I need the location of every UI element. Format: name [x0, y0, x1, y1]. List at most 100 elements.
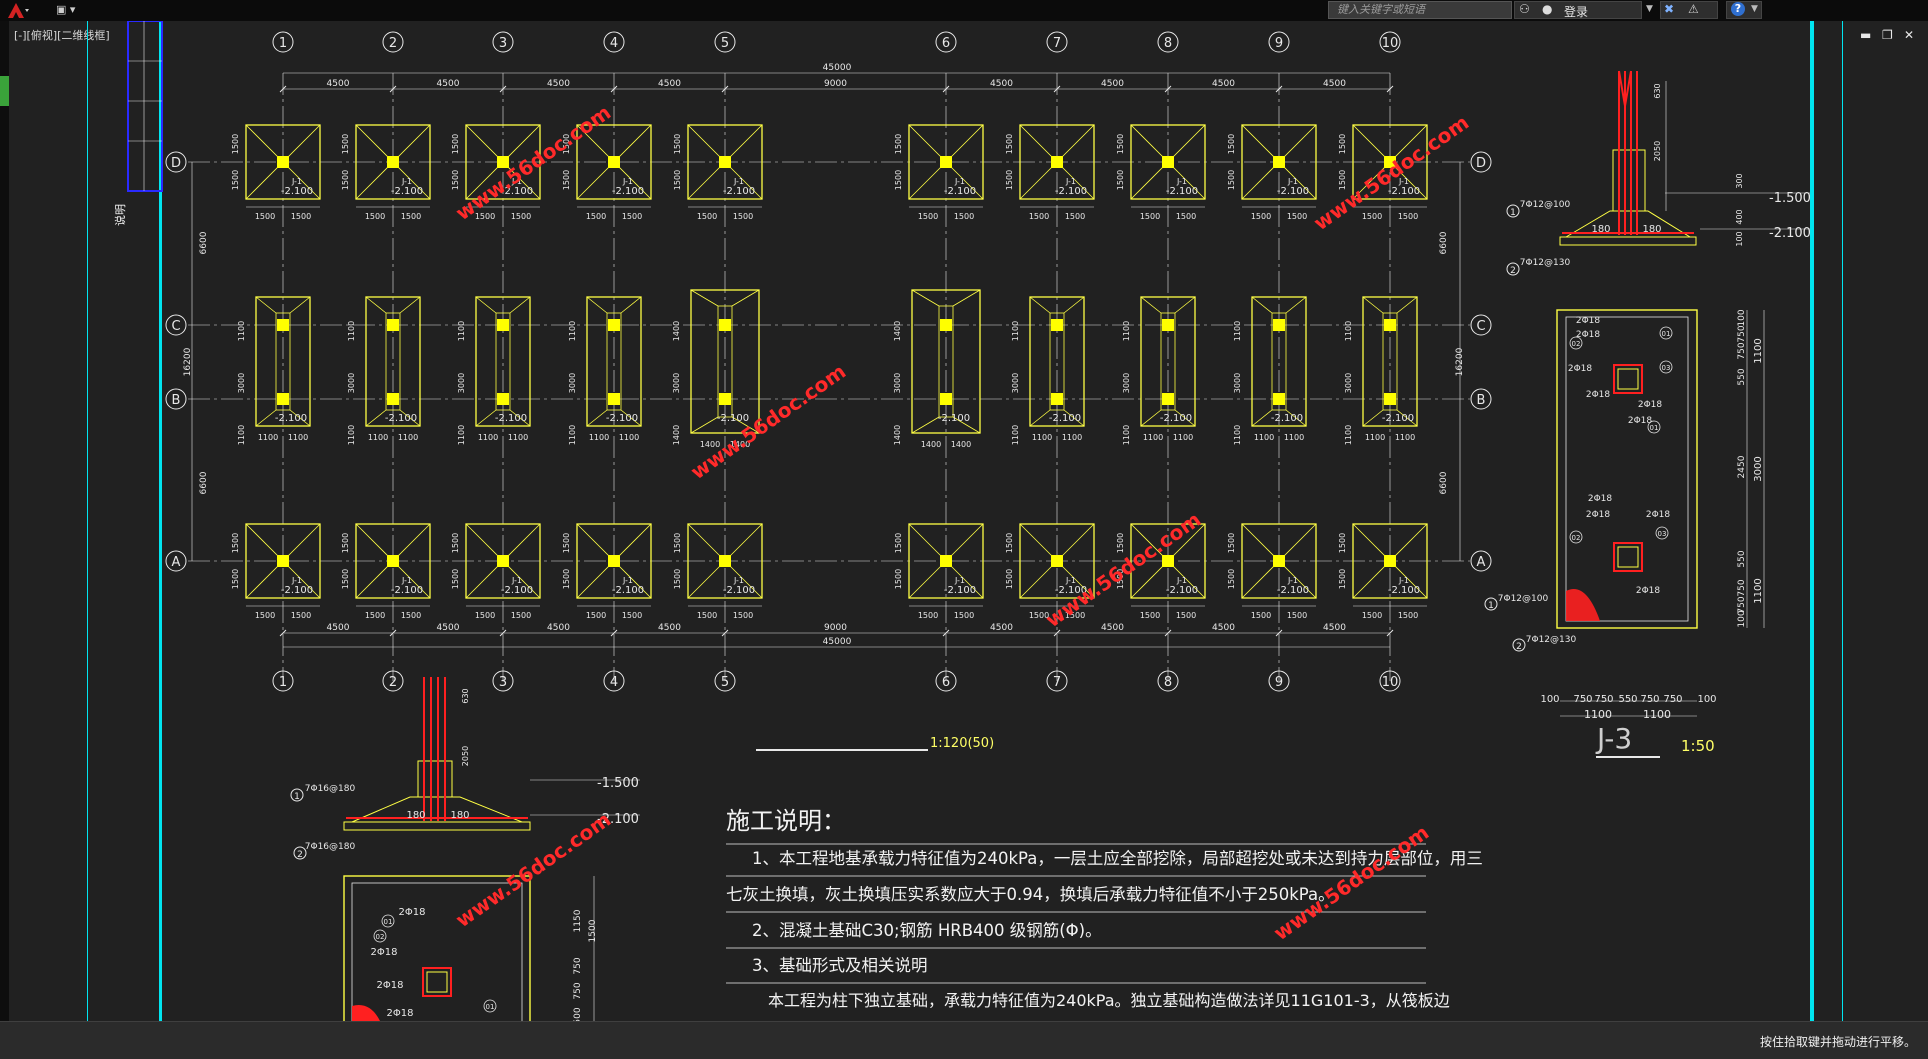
- footing-elevation: -2.100: [281, 186, 313, 197]
- footing-diag-2: [620, 296, 642, 314]
- footing-diag-1: [586, 296, 608, 314]
- axis-bubble-6-top: [935, 31, 957, 53]
- axis-bubble-9-bottom: [1268, 670, 1290, 692]
- footing-elevation: -2.100: [944, 585, 976, 596]
- section-left-dim-2: 2050: [461, 746, 470, 766]
- j3-bar-label-5: 2Φ18: [1638, 400, 1663, 410]
- footing-dim-right: 1400: [951, 440, 971, 449]
- footing-label: J-1: [622, 576, 633, 585]
- j3-rebar-tag-2-text: 2: [1516, 642, 1522, 652]
- left-plan-bar-2: 2Φ18: [371, 947, 398, 958]
- footing-vdim-top: 1100: [1233, 321, 1242, 341]
- dim-total-top: 45000: [823, 63, 852, 73]
- footing-outline: [1241, 124, 1317, 200]
- help-dropdown-icon[interactable]: ▼: [1751, 4, 1758, 14]
- column-mark-c: [1051, 319, 1063, 331]
- footing-elevation: -2.100: [1160, 413, 1192, 424]
- footing-vdim-mid: 3000: [568, 373, 577, 393]
- close-viewport-button[interactable]: ✕: [1904, 28, 1915, 42]
- footing-vdim-top: 1100: [237, 321, 246, 341]
- footing-diag-3: [475, 409, 497, 427]
- login-button[interactable]: 登录: [1564, 5, 1589, 19]
- dim-tick-bottom-9: [1275, 629, 1283, 637]
- user-icon[interactable]: ●: [1542, 2, 1553, 16]
- footing-dim-left: 1500: [1362, 212, 1382, 221]
- column-mark-c: [940, 319, 952, 331]
- footing-elevation: -2.100: [1277, 585, 1309, 596]
- footing-dim-right: 1100: [508, 433, 528, 442]
- footing-dim-right: 1500: [1176, 611, 1196, 620]
- footing-dim-right: 1100: [1395, 433, 1415, 442]
- footing-diag-3: [365, 409, 387, 427]
- quick-access-save-icon[interactable]: ▣ ▾: [56, 3, 76, 16]
- binoculars-icon[interactable]: ⚇: [1519, 2, 1530, 16]
- j3-inner: [1565, 316, 1689, 622]
- j3-dim-right-4: 550: [1737, 368, 1747, 385]
- footing-vdim-bottom: 1500: [341, 170, 350, 190]
- footing-dim-right: 1500: [511, 611, 531, 620]
- footing-dim-right: 1400: [730, 440, 750, 449]
- j3-tag-1: 01: [1662, 330, 1671, 338]
- footing-dim-right: 1100: [288, 433, 308, 442]
- footing-elevation: -2.100: [385, 413, 417, 424]
- footing-diag-4: [1285, 409, 1307, 427]
- footing-diag-4: [620, 409, 642, 427]
- axis-bubble-2-top: [382, 31, 404, 53]
- footing-label: J-1: [954, 177, 965, 186]
- footing-vdim-bottom: 1500: [1116, 170, 1125, 190]
- restore-viewport-button[interactable]: ❐: [1882, 28, 1893, 42]
- footing-vdim-top: 1500: [1116, 533, 1125, 553]
- viewport-controls-label[interactable]: [-][俯视][二维线框]: [14, 29, 110, 42]
- j3-tag-circle-2: [1569, 336, 1583, 350]
- login-dropdown-icon[interactable]: ▼: [1646, 4, 1653, 14]
- j3-dim-right-5: 2450: [1737, 455, 1747, 478]
- footing-diag-1: [475, 296, 497, 314]
- footing-diag-2: [731, 289, 760, 307]
- axis-number-5-top: 5: [721, 36, 729, 51]
- column-mark-c: [1384, 319, 1396, 331]
- help-icon[interactable]: ?: [1731, 2, 1745, 16]
- autocad-logo-icon[interactable]: [6, 2, 30, 19]
- footing-dim-left: 1500: [255, 611, 275, 620]
- column-mark-b: [387, 393, 399, 405]
- column-mark-b: [608, 393, 620, 405]
- footing-elevation: -2.100: [612, 585, 644, 596]
- axis-number-9-top: 9: [1275, 36, 1283, 51]
- footing-elevation: -2.100: [1049, 413, 1081, 424]
- footing-dim-right: 1500: [291, 611, 311, 620]
- j3-dim-right-6: 550: [1737, 550, 1747, 567]
- exchange-apps-icon[interactable]: ✖: [1664, 2, 1675, 16]
- footing-vdim-mid: 3000: [237, 373, 246, 393]
- connect-icon[interactable]: ⚠: [1688, 2, 1699, 16]
- footing-outline: [1251, 296, 1307, 427]
- axis-letter-C-right: C: [1476, 319, 1485, 334]
- section-left-elev-1: -1.500: [597, 776, 639, 791]
- j3-rebar-hatch: [1566, 589, 1600, 621]
- footing-vdim-top: 1500: [1227, 533, 1236, 553]
- axis-bubble-C-right: [1470, 314, 1492, 336]
- footing-elevation: -2.100: [1166, 585, 1198, 596]
- footing-elevation: -2.100: [495, 413, 527, 424]
- footing-vdim-bottom: 1100: [347, 425, 356, 445]
- footing-pedestal: [717, 305, 733, 418]
- footing-dim-left: 1500: [255, 212, 275, 221]
- minimize-viewport-button[interactable]: ▬: [1860, 28, 1872, 42]
- footing-outline: [586, 296, 642, 427]
- footing-vdim-top: 1100: [1122, 321, 1131, 341]
- search-input[interactable]: 键入关键字或短语: [1328, 1, 1512, 19]
- footing-vdim-bottom: 1500: [1338, 170, 1347, 190]
- footing-vdim-mid: 3000: [672, 373, 681, 393]
- left-plan-outline: [343, 875, 531, 1021]
- footing-outline: [1130, 124, 1206, 200]
- axis-bubble-A-right: [1470, 550, 1492, 572]
- footing-vdim-bottom: 1100: [568, 425, 577, 445]
- footing-vdim-top: 1500: [1338, 533, 1347, 553]
- footing-label: J-1: [401, 576, 412, 585]
